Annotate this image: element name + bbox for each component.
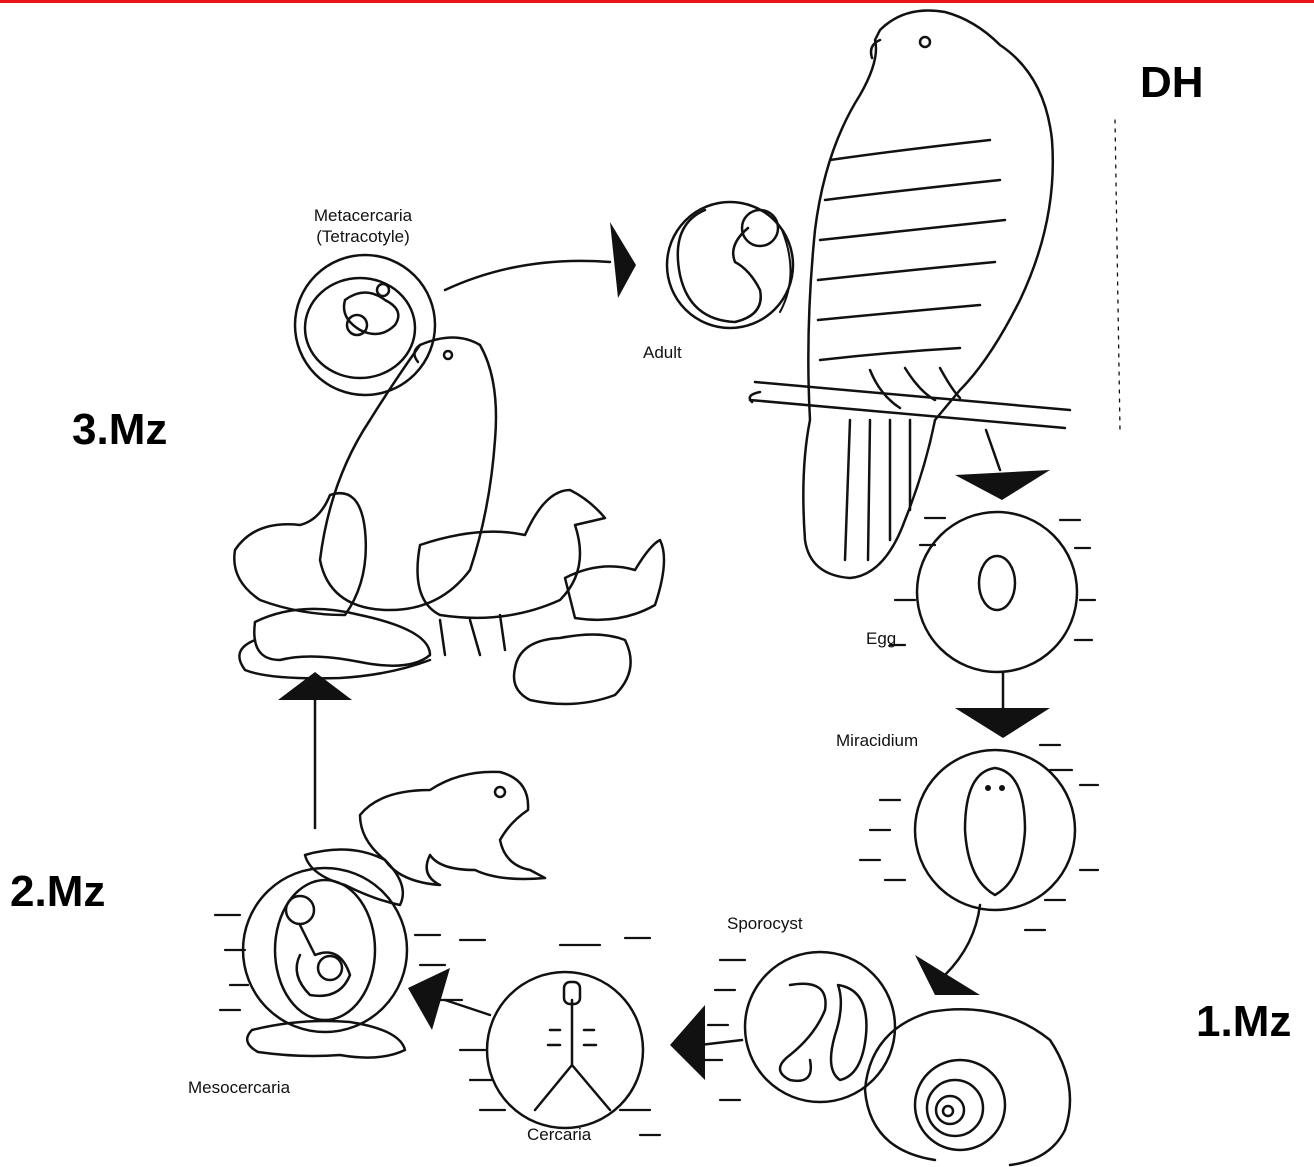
frog-illustration — [305, 772, 545, 905]
metacercaria-label: Metacercaria (Tetracotyle) — [288, 205, 438, 247]
definitive-host-label: DH — [1140, 58, 1204, 108]
sporocyst-label: Sporocyst — [727, 913, 803, 934]
second-intermediate-host-label: 2.Mz — [10, 867, 105, 917]
third-intermediate-host-label: 3.Mz — [72, 405, 167, 455]
adult-label: Adult — [643, 342, 682, 363]
adult-fluke-circle — [667, 202, 793, 328]
third-host-animals-illustration — [234, 338, 664, 705]
hawk-illustration — [750, 10, 1120, 578]
metacercaria-label-line1: Metacercaria — [288, 205, 438, 226]
egg-circle — [917, 512, 1077, 672]
cercaria-circle — [487, 972, 643, 1128]
miracidium-label: Miracidium — [836, 730, 918, 751]
mesocercaria-label: Mesocercaria — [188, 1077, 290, 1098]
first-intermediate-host-label: 1.Mz — [1196, 997, 1291, 1047]
metacercaria-label-line2: (Tetracotyle) — [288, 226, 438, 247]
mesocercaria-circle — [243, 868, 407, 1058]
sporocyst-circle — [745, 952, 895, 1102]
miracidium-circle — [915, 750, 1075, 910]
egg-label: Egg — [866, 628, 896, 649]
cercaria-label: Cercaria — [527, 1124, 591, 1145]
metacercaria-circle — [295, 255, 435, 395]
